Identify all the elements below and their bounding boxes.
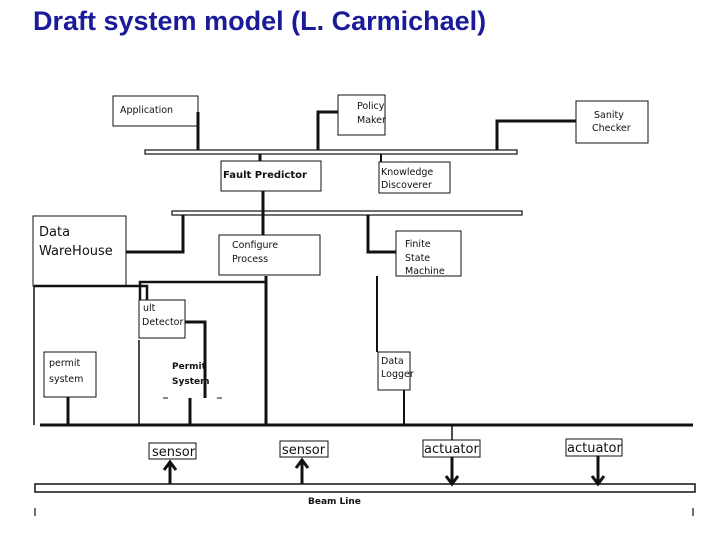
- configure-process-box: Configure Process: [218, 234, 321, 276]
- data-warehouse-label-2: WareHouse: [39, 244, 113, 259]
- policy-maker-connector: [316, 110, 338, 150]
- fault-predictor-box: Fault Predictor: [220, 160, 322, 192]
- fault-detector-box: ult Detector: [138, 299, 186, 339]
- sensor-1-box: sensor: [148, 442, 197, 460]
- fsm-connector: [366, 215, 396, 254]
- fsm-label-3: Machine: [405, 266, 445, 277]
- data-logger-label-1: Data: [381, 356, 404, 367]
- permit-system-right-label-2: System: [172, 377, 210, 387]
- configure-process-label-2: Process: [232, 254, 268, 265]
- fault-detector-label-2: Detector: [142, 317, 183, 328]
- data-warehouse-connector: [126, 215, 185, 254]
- fault-detector-label-1: ult: [143, 303, 156, 314]
- data-logger-label-2: Logger: [381, 369, 414, 380]
- slide-title: Draft system model (L. Carmichael): [33, 6, 487, 36]
- fault-predictor-label: Fault Predictor: [223, 170, 307, 181]
- sensor-1-arrow: [162, 459, 178, 484]
- knowledge-discoverer-label-1: Knowledge: [381, 167, 433, 178]
- sanity-checker-connector: [495, 119, 576, 150]
- knowledge-discoverer-box: Knowledge Discoverer: [378, 161, 451, 194]
- actuator-2-arrow: [590, 456, 606, 487]
- sensor-2-arrow: [294, 457, 310, 484]
- permit-system-left-label-1: permit: [49, 358, 81, 369]
- sensor-1-label: sensor: [152, 445, 196, 460]
- configure-to-fault-detector: [138, 280, 266, 300]
- top-bus: [144, 149, 518, 155]
- middle-bus: [171, 210, 523, 216]
- actuator-1-arrow: [444, 457, 460, 487]
- actuator-2-box: actuator: [565, 438, 623, 457]
- permit-system-right-block: Permit System: [163, 362, 222, 399]
- sanity-checker-label-2: Checker: [592, 123, 631, 134]
- fsm-label-2: State: [405, 253, 430, 264]
- policy-maker-label-1: Policy: [357, 101, 385, 112]
- beam-line-label: Beam Line: [308, 497, 361, 507]
- policy-maker-label-2: Maker: [357, 115, 386, 126]
- actuator-1-box: actuator: [422, 439, 481, 458]
- warehouse-bottom-line: [34, 284, 149, 300]
- data-logger-box: Data Logger: [377, 351, 414, 391]
- configure-process-label-1: Configure: [232, 240, 278, 251]
- knowledge-discoverer-label-2: Discoverer: [381, 180, 432, 191]
- data-warehouse-box: Data WareHouse: [32, 215, 127, 287]
- sanity-checker-label-1: Sanity: [594, 110, 624, 121]
- permit-system-right-label-1: Permit: [172, 362, 207, 372]
- sanity-checker-box: Sanity Checker: [575, 100, 649, 144]
- finite-state-machine-box: Finite State Machine: [395, 230, 462, 277]
- application-box: Application: [112, 95, 199, 127]
- permit-system-left-label-2: system: [49, 374, 83, 385]
- sensor-2-box: sensor: [279, 440, 329, 458]
- actuator-1-label: actuator: [424, 442, 479, 457]
- fsm-label-1: Finite: [405, 239, 431, 250]
- fault-detector-connector: [185, 320, 207, 398]
- beam-line-bar: [34, 483, 696, 493]
- policy-maker-box: Policy Maker: [337, 94, 386, 136]
- actuator-2-label: actuator: [567, 441, 622, 456]
- data-warehouse-label-1: Data: [39, 225, 70, 240]
- permit-system-left-box: permit system: [43, 351, 97, 398]
- sensor-2-label: sensor: [282, 443, 326, 458]
- application-label: Application: [120, 105, 173, 116]
